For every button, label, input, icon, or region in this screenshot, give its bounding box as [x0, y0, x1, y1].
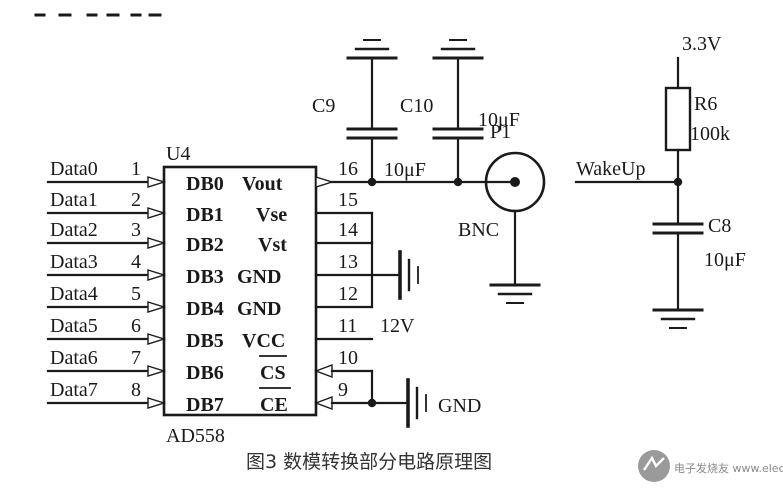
c8-value: 10μF	[704, 249, 746, 271]
net-label-data5: Data5	[50, 315, 98, 337]
pin-number-7: 7	[131, 347, 141, 369]
c10-ref: C10	[400, 95, 433, 117]
junction-dots	[367, 177, 683, 408]
pin-name-db5: DB5	[186, 330, 224, 352]
pin-name-db0: DB0	[186, 173, 224, 195]
c9-value: 10μF	[384, 159, 426, 181]
watermark-text: 电子发烧友 www.elecfans.com	[674, 461, 783, 475]
r6-value: 100k	[690, 123, 730, 145]
net-label-data1: Data1	[50, 189, 98, 211]
pin-name-vout: Vout	[242, 173, 283, 195]
pin-number-10: 10	[338, 347, 358, 369]
capacitor-c9	[346, 39, 398, 184]
chip-ref-u4: U4	[166, 143, 190, 165]
c9-ref: C9	[312, 95, 335, 117]
capacitor-c10	[432, 39, 484, 184]
pin-name-ce: CE	[260, 394, 288, 416]
pin-number-5: 5	[131, 283, 141, 305]
pin-number-2: 2	[131, 189, 141, 211]
bnc-connector-p1	[484, 151, 546, 304]
chip-part-ad558: AD558	[166, 425, 225, 447]
data-bus-wires	[46, 180, 150, 405]
pin-name-db6: DB6	[186, 362, 224, 384]
pin-number-12: 12	[338, 283, 358, 305]
net-label-wakeup: WakeUp	[576, 158, 645, 180]
wakeup-circuit	[574, 56, 704, 329]
bnc-label: BNC	[458, 219, 499, 241]
net-label-gnd: GND	[438, 395, 481, 417]
pin-number-3: 3	[131, 219, 141, 241]
pin-name-db1: DB1	[186, 204, 224, 226]
elecfans-logo-icon	[638, 450, 670, 482]
pin-name-vse: Vse	[256, 204, 287, 226]
pin-name-vcc: VCC	[242, 330, 285, 352]
net-label-data2: Data2	[50, 219, 98, 241]
pin-name-db2: DB2	[186, 234, 224, 256]
pin-number-6: 6	[131, 315, 141, 337]
ad558-chip-body	[162, 165, 318, 417]
net-label-data4: Data4	[50, 283, 98, 305]
output-pin-arrows	[314, 176, 335, 411]
net-label-data6: Data6	[50, 347, 98, 369]
pin-number-1: 1	[131, 158, 141, 180]
pin-number-15: 15	[338, 189, 358, 211]
pin-number-13: 13	[338, 251, 358, 273]
c8-ref: C8	[708, 215, 731, 237]
pin-name-gnd-13: GND	[237, 266, 281, 288]
pin-number-14: 14	[338, 219, 358, 241]
resistor-r6	[664, 86, 692, 152]
pin-number-9: 9	[338, 379, 348, 401]
ground-symbol-gnd	[406, 378, 427, 428]
r6-ref: R6	[694, 93, 717, 115]
pin-number-8: 8	[131, 379, 141, 401]
pin-number-11: 11	[338, 315, 357, 337]
net-label-data0: Data0	[50, 158, 98, 180]
c10-value: 10μF	[478, 109, 520, 131]
active-low-overbars	[259, 355, 291, 389]
ground-symbol-pins-12-13	[398, 250, 419, 300]
net-label-data3: Data3	[50, 251, 98, 273]
pin-number-16: 16	[338, 158, 358, 180]
figure-caption: 图3 数模转换部分电路原理图	[246, 451, 492, 473]
input-pin-arrows	[147, 176, 167, 409]
pin-name-db3: DB3	[186, 266, 224, 288]
net-label-3v3: 3.3V	[682, 33, 722, 55]
p1-ref: P1	[490, 121, 511, 143]
pin-name-vst: Vst	[258, 234, 287, 256]
pin-name-cs: CS	[260, 362, 286, 384]
pin-name-db7: DB7	[186, 394, 224, 416]
net-label-data7: Data7	[50, 379, 98, 401]
pin-name-gnd-12: GND	[237, 298, 281, 320]
pin-number-4: 4	[131, 251, 141, 273]
net-label-12v: 12V	[380, 315, 415, 337]
pin-name-db4: DB4	[186, 298, 224, 320]
